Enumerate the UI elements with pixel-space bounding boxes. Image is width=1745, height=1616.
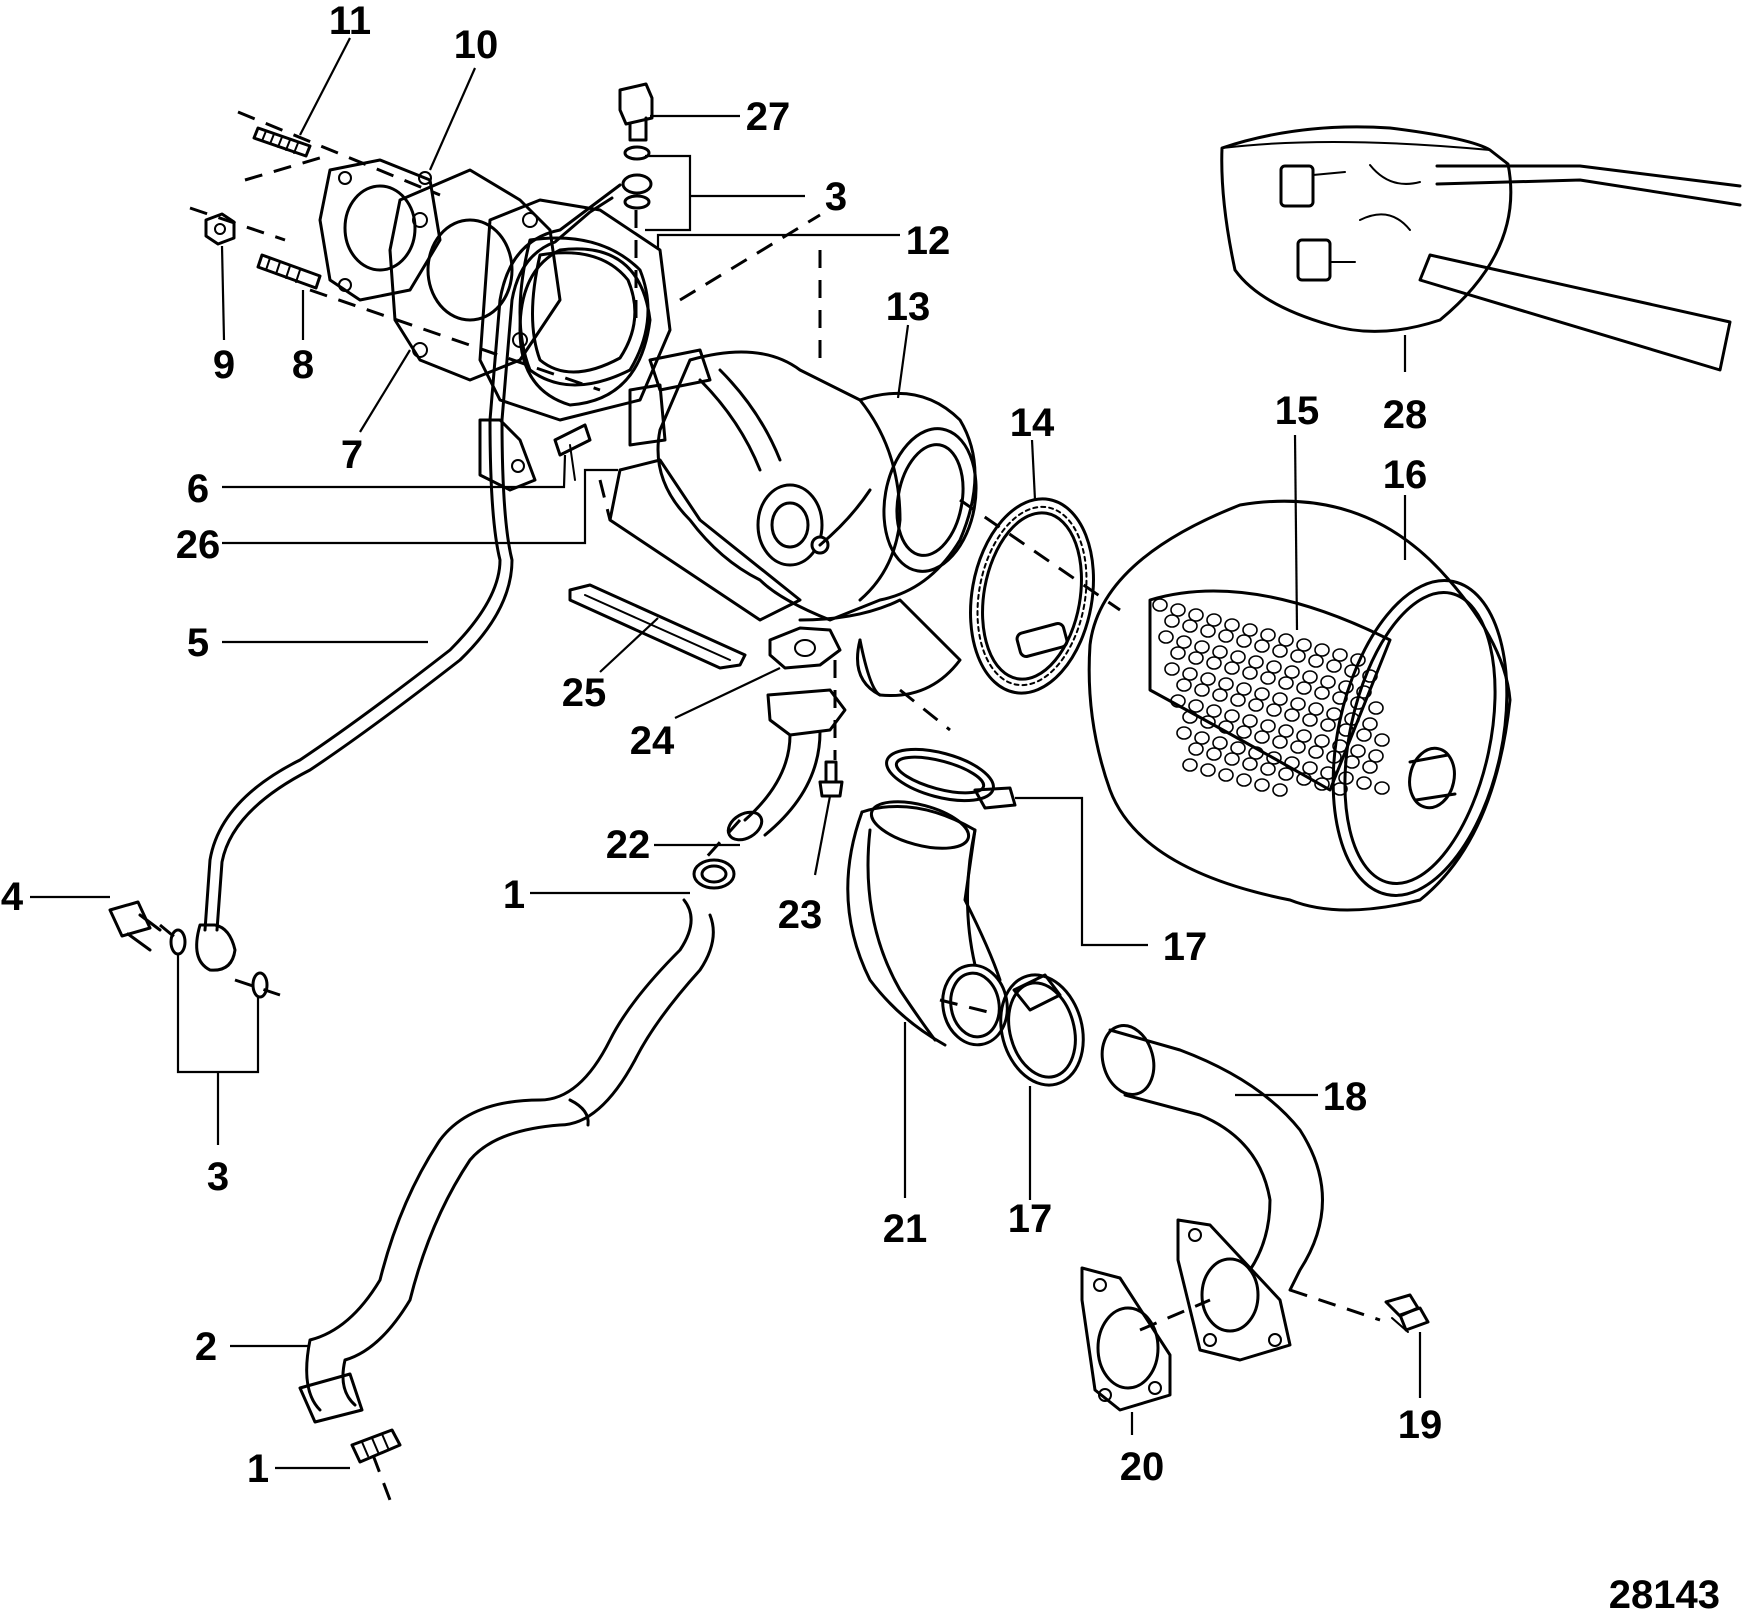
flange-nut — [204, 212, 236, 246]
air-filter-canister — [1087, 499, 1512, 912]
stud-lower — [256, 253, 322, 290]
turbo-flange-plate — [388, 168, 562, 382]
callout-10: 10 — [454, 23, 499, 67]
callout-11: 11 — [329, 0, 371, 43]
callout-16: 16 — [1383, 453, 1428, 497]
outlet-tube — [1100, 1024, 1324, 1292]
banjo-bolt — [618, 82, 654, 142]
inlet-clamp-ring — [969, 497, 1095, 695]
callout-17-lower: 17 — [1008, 1197, 1053, 1241]
stud-upper — [252, 126, 312, 158]
callout-20: 20 — [1120, 1445, 1165, 1489]
callout-19: 19 — [1398, 1403, 1443, 1447]
sealing-washers-lower — [169, 928, 269, 999]
callout-9: 9 — [213, 343, 235, 387]
oil-feed-line — [195, 183, 622, 972]
callout-7: 7 — [341, 433, 363, 477]
sealing-washers-upper — [621, 145, 653, 210]
leader-lines — [30, 37, 1422, 1470]
intake-elbow-hose — [846, 800, 1009, 1047]
callout-22: 22 — [606, 823, 651, 867]
callout-13: 13 — [886, 285, 931, 329]
callout-8: 8 — [292, 343, 314, 387]
turbo-gasket — [518, 247, 652, 407]
oil-drain-gasket — [768, 626, 842, 670]
callout-15: 15 — [1275, 389, 1320, 433]
support-bracket — [478, 418, 592, 492]
filter-mesh — [1148, 589, 1392, 797]
lower-banjo-bolt — [108, 900, 162, 952]
callout-3-lower: 3 — [207, 1155, 229, 1199]
callout-1-lower: 1 — [247, 1447, 269, 1491]
exhaust-flange-gasket — [318, 158, 442, 302]
callout-24: 24 — [630, 719, 675, 763]
callout-12: 12 — [906, 219, 951, 263]
callout-26: 26 — [176, 523, 221, 567]
outlet-flange — [1176, 1218, 1292, 1362]
callout-5: 5 — [187, 621, 209, 665]
heat-shield-blanket — [1220, 125, 1742, 372]
hose-clamp-upper — [692, 858, 736, 890]
oil-drain-tube — [726, 688, 847, 842]
hose-clamp-17-upper — [885, 747, 1017, 810]
drain-screw — [818, 760, 844, 798]
callout-17-upper: 17 — [1163, 925, 1208, 969]
callout-4: 4 — [1, 875, 24, 919]
turbo-base-gasket — [568, 583, 747, 670]
callout-labels: 11 10 27 3 12 13 14 15 16 28 9 8 7 6 26 … — [1, 0, 1442, 1491]
callout-2: 2 — [195, 1325, 217, 1369]
oil-return-hose — [298, 898, 715, 1424]
callout-28: 28 — [1383, 393, 1428, 437]
alignment-lines — [159, 110, 1381, 1501]
callout-25: 25 — [562, 671, 607, 715]
callout-27: 27 — [746, 95, 791, 139]
callout-3-upper: 3 — [825, 175, 847, 219]
callout-1-upper: 1 — [503, 873, 525, 917]
outlet-bolt — [1384, 1293, 1430, 1333]
callout-14: 14 — [1010, 401, 1055, 445]
callout-18: 18 — [1323, 1075, 1368, 1119]
outlet-flange-gasket — [1080, 1266, 1172, 1412]
document-number: 28143 — [1609, 1573, 1720, 1616]
turbocharger-body — [608, 348, 978, 698]
hose-clamp-17-lower — [999, 973, 1085, 1087]
callout-23: 23 — [778, 893, 823, 937]
callout-21: 21 — [883, 1207, 928, 1251]
callout-6: 6 — [187, 467, 209, 511]
hose-clamp-lower — [350, 1428, 402, 1464]
